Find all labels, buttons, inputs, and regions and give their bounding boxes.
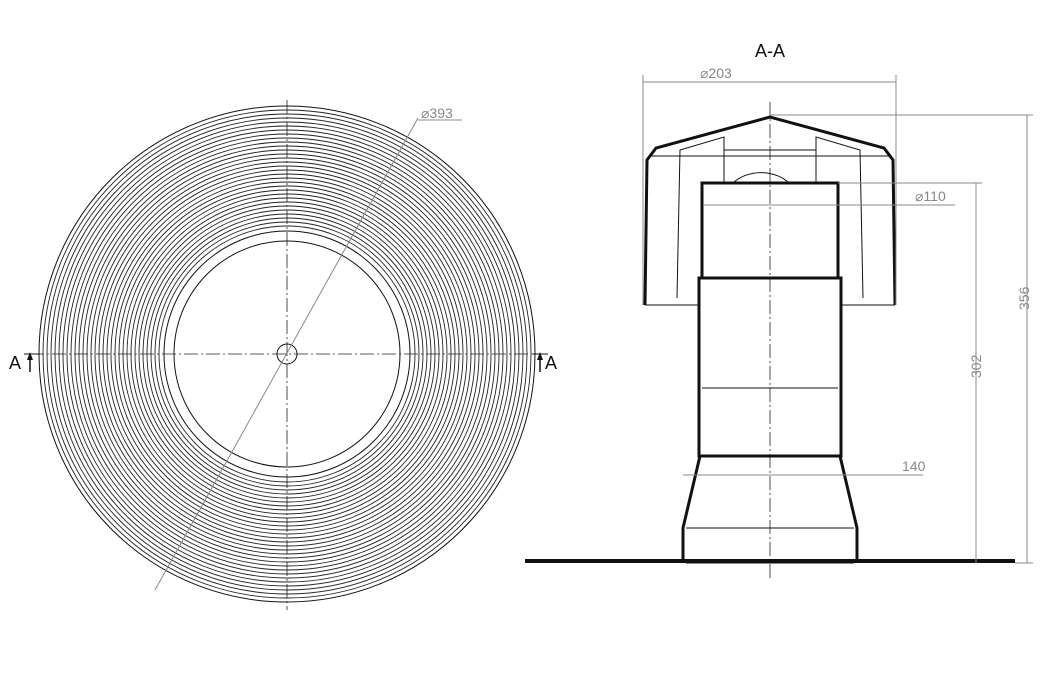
diameter-leader xyxy=(154,117,419,591)
section-marker-right: A xyxy=(545,353,557,373)
section-view: A-A ⌀203 ⌀110 140 302 356 xyxy=(525,41,1033,578)
pipe-body xyxy=(697,276,843,458)
dome xyxy=(732,172,790,184)
pipe-diameter-label: ⌀110 xyxy=(915,188,946,204)
cap-diameter-label: ⌀203 xyxy=(700,65,732,81)
cap-shell xyxy=(643,115,897,306)
plan-view: ⌀393 A A xyxy=(9,100,557,610)
total-height-label: 356 xyxy=(1016,286,1032,310)
outer-diameter-label: ⌀393 xyxy=(421,105,453,121)
cone-right xyxy=(838,455,859,563)
base-width-label: 140 xyxy=(902,458,926,474)
vane-left xyxy=(676,136,725,299)
arrow-head-icon xyxy=(27,352,33,360)
section-title: A-A xyxy=(755,41,785,61)
cone-left xyxy=(681,455,702,563)
section-marker-left: A xyxy=(9,353,21,373)
vane-right xyxy=(815,136,864,299)
pipe-height-label: 302 xyxy=(968,354,984,378)
arrow-head-icon xyxy=(537,352,543,360)
